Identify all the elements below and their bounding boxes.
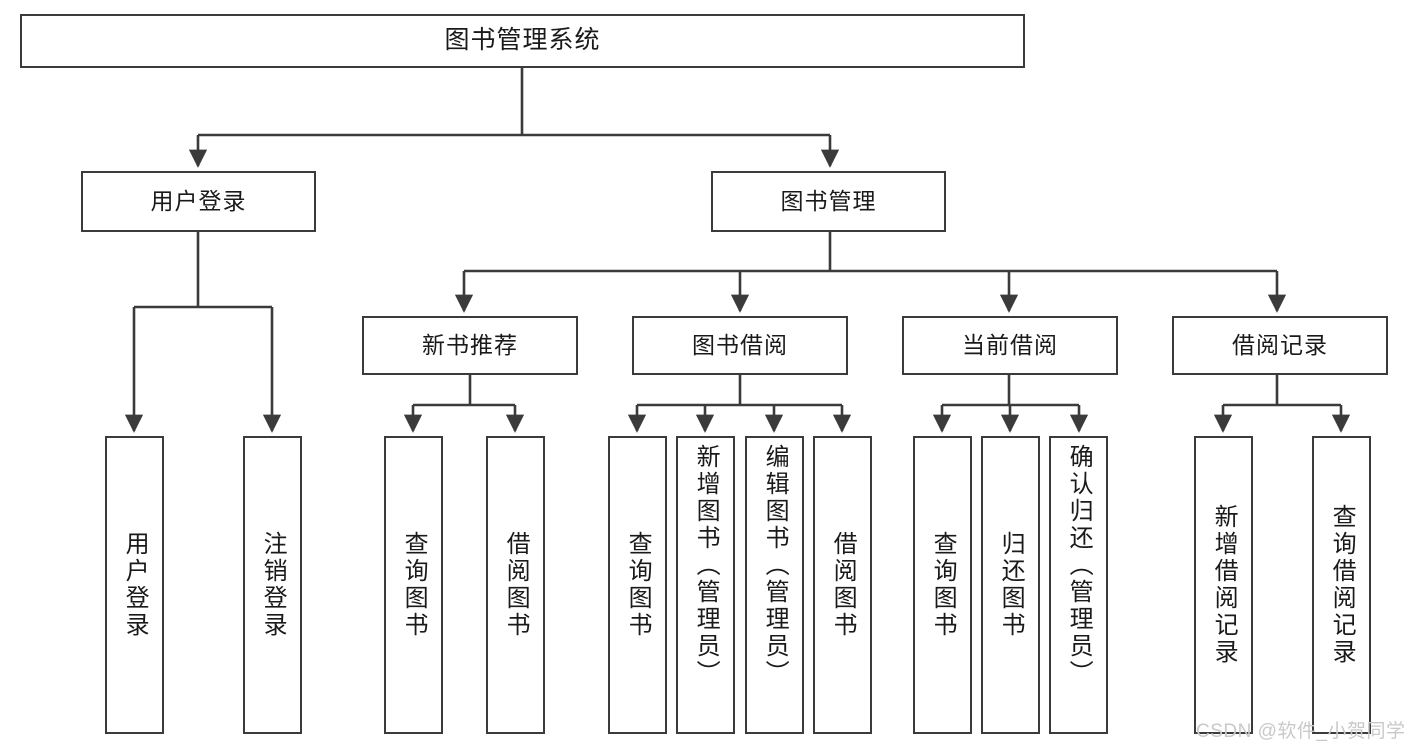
leaf-cb-query-book-label: 查询图书 — [929, 531, 957, 639]
node-user-login[interactable]: 用户登录 — [81, 171, 316, 232]
node-book-borrow-label: 图书借阅 — [692, 331, 788, 358]
leaf-user-login-label: 用户登录 — [121, 531, 149, 639]
leaf-cb-return-book[interactable]: 归还图书 — [981, 436, 1040, 734]
leaf-nb-query-book-label: 查询图书 — [400, 531, 428, 639]
leaf-bb-add-book-label: 新增图书（管理员） — [692, 444, 720, 687]
node-borrow-records-label: 借阅记录 — [1232, 331, 1328, 358]
leaf-cb-return-book-label: 归还图书 — [997, 531, 1025, 639]
leaf-br-query-record-label: 查询借阅记录 — [1328, 504, 1356, 666]
node-root-system[interactable]: 图书管理系统 — [20, 14, 1025, 68]
node-book-borrow[interactable]: 图书借阅 — [632, 316, 848, 375]
leaf-bb-edit-book-label: 编辑图书（管理员） — [761, 444, 789, 687]
leaf-bb-add-book[interactable]: 新增图书（管理员） — [676, 436, 735, 734]
leaf-cb-confirm-return-label: 确认归还（管理员） — [1065, 444, 1093, 687]
leaf-user-login[interactable]: 用户登录 — [105, 436, 164, 734]
node-current-borrow[interactable]: 当前借阅 — [902, 316, 1118, 375]
node-current-borrow-label: 当前借阅 — [962, 331, 1058, 358]
leaf-bb-borrow-book-label: 借阅图书 — [829, 531, 857, 639]
leaf-bb-edit-book[interactable]: 编辑图书（管理员） — [745, 436, 804, 734]
leaf-bb-borrow-book[interactable]: 借阅图书 — [813, 436, 872, 734]
node-root-system-label: 图书管理系统 — [444, 26, 601, 55]
leaf-br-add-record[interactable]: 新增借阅记录 — [1194, 436, 1253, 734]
node-new-book-recommend[interactable]: 新书推荐 — [362, 316, 578, 375]
leaf-bb-query-book[interactable]: 查询图书 — [608, 436, 667, 734]
node-book-management[interactable]: 图书管理 — [711, 171, 946, 232]
leaf-cb-confirm-return[interactable]: 确认归还（管理员） — [1049, 436, 1108, 734]
node-user-login-label: 用户登录 — [150, 187, 247, 214]
leaf-logout[interactable]: 注销登录 — [243, 436, 302, 734]
leaf-nb-borrow-book[interactable]: 借阅图书 — [486, 436, 545, 734]
leaf-nb-query-book[interactable]: 查询图书 — [384, 436, 443, 734]
leaf-logout-label: 注销登录 — [259, 531, 287, 639]
watermark-text: CSDN @软件_小贺同学 — [1196, 721, 1405, 742]
leaf-cb-query-book[interactable]: 查询图书 — [913, 436, 972, 734]
node-borrow-records[interactable]: 借阅记录 — [1172, 316, 1388, 375]
leaf-br-query-record[interactable]: 查询借阅记录 — [1312, 436, 1371, 734]
leaf-nb-borrow-book-label: 借阅图书 — [502, 531, 530, 639]
node-book-management-label: 图书管理 — [780, 187, 877, 214]
leaf-br-add-record-label: 新增借阅记录 — [1210, 504, 1238, 666]
leaf-bb-query-book-label: 查询图书 — [624, 531, 652, 639]
node-new-book-recommend-label: 新书推荐 — [422, 331, 518, 358]
